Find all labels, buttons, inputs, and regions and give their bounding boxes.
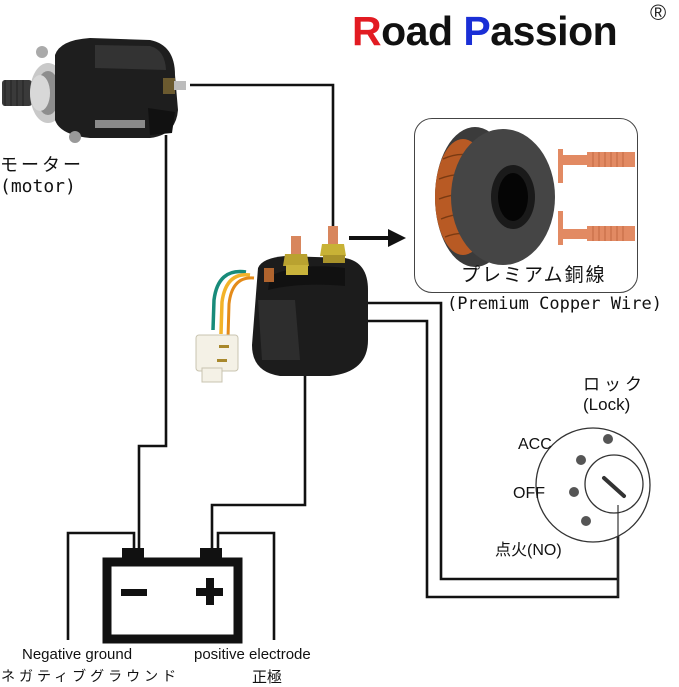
arrow-icon [349,229,406,247]
plus-icon [196,578,223,605]
battery-icon [102,548,243,644]
copper-wire-box: プレミアム銅線 [414,118,638,293]
brand-word-1: oad [381,8,464,54]
lock-label-jp: ロック [583,375,646,394]
brand-logo: Road Passion [352,8,618,55]
negative-ground-label-en: Negative ground [22,646,133,663]
wire-negative-ground [66,531,136,640]
copper-wire-spool-icon [435,127,555,267]
wire-motor-to-battery-negative [137,135,168,552]
wire-relay-to-ignition-1 [366,301,618,581]
starter-motor-icon [2,38,186,143]
ignition-key-switch-icon [535,427,651,597]
motor-label-en: (motor) [0,176,76,197]
positive-electrode-label-jp: 正極 [252,669,283,686]
off-position-dot [569,487,579,497]
brand-letter-r: R [352,8,382,54]
off-label: OFF [513,485,545,502]
motor-label-jp: モーター [0,155,84,176]
brand-letter-p: P [463,8,491,54]
registered-mark-icon: ® [650,0,667,25]
starter-relay-solenoid-icon [195,226,368,383]
brand-word-2: assion [490,8,618,54]
lock-label-en: (Lock) [583,395,631,414]
minus-icon [121,589,147,596]
copper-bolt-icon [558,149,635,245]
wire-positive-electrode [216,531,276,640]
lock-position-dot [603,434,613,444]
negative-ground-label-jp: ネガティブグラウンド [1,668,181,684]
acc-label: ACC [518,436,552,453]
ignition-position-dot [581,516,591,526]
copper-wire-label-en: (Premium Copper Wire) [447,294,662,314]
wire-motor-to-relay [190,83,335,228]
wire-relay-to-battery-positive [210,375,307,552]
acc-position-dot [576,455,586,465]
ignition-on-label: 点火(NO) [495,542,562,559]
wires [66,83,620,640]
positive-electrode-label-en: positive electrode [194,646,311,663]
copper-wire-label-jp: プレミアム銅線 [461,264,607,286]
